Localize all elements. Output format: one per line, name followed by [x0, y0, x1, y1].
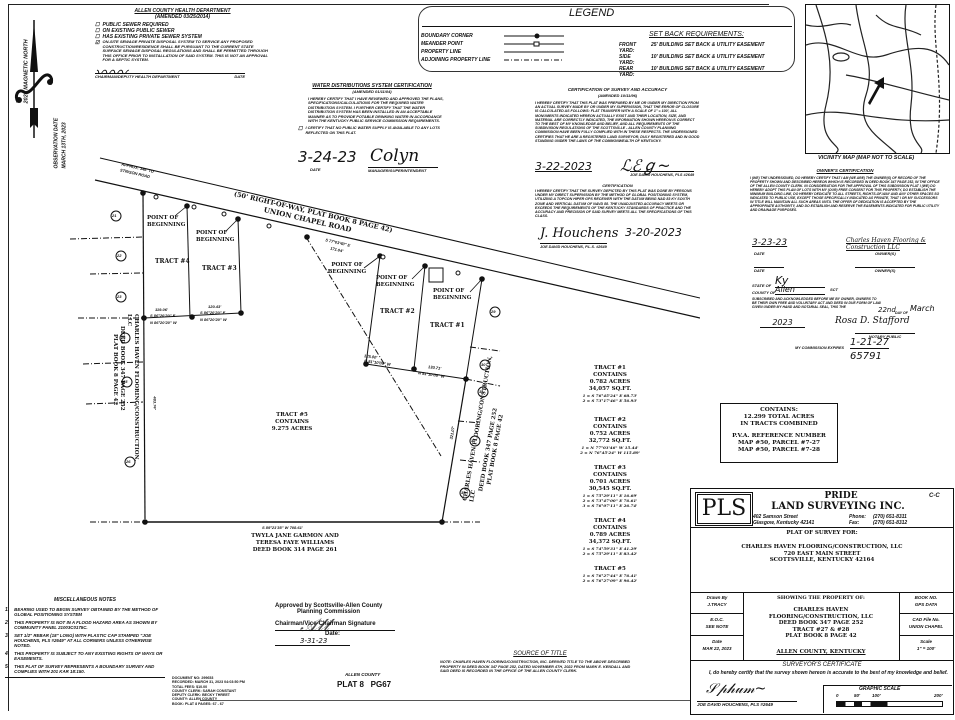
- planning-approval: Approved by Scottsville-Allen County Pla…: [275, 603, 395, 646]
- building-icon: [428, 267, 444, 283]
- notary-year: 2023: [760, 318, 805, 328]
- property-info: CHARLES HAVEN FLOORING/CONSTRUCTION, LLC…: [768, 607, 874, 639]
- health-option[interactable]: ☐HAS EXISTING PRIVATE SEWER SYSTEM: [95, 34, 202, 40]
- checkbox-checked-icon: ☑: [95, 40, 100, 46]
- tract-label: TRACT #1: [430, 322, 465, 329]
- scale-bar: [836, 701, 943, 707]
- vicinity-map: [805, 4, 950, 154]
- pob-label: POINT OF BEGINNING: [433, 288, 472, 301]
- health-option[interactable]: ☐ON EXISTING PUBLIC SEWER: [95, 28, 175, 34]
- lot-number: 25: [123, 379, 128, 384]
- health-department-cert: ALLEN COUNTY HEALTH DEPARTMENT (AMENDED …: [95, 8, 270, 82]
- checkbox-icon: ☐: [95, 22, 100, 28]
- surveyor-signature: 𝒮𝓅𝒽𝓊𝓂~: [706, 681, 767, 697]
- contains-box: CONTAINS: 12.299 TOTAL ACRES IN TRACTS C…: [720, 403, 838, 463]
- tract5-label: TRACT #5 CONTAINS 9.275 ACRES: [271, 412, 313, 432]
- location-arrow-icon: [868, 77, 884, 105]
- water-date: 3-24-23: [298, 148, 357, 166]
- north-arrow: [10, 10, 60, 150]
- tract-label: TRACT #4: [155, 258, 190, 265]
- misc-notes: MISCELLANEOUS NOTES 1.BEARING USED TO BE…: [5, 597, 165, 678]
- lot-number: 26: [126, 459, 131, 464]
- plat-county: ALLEN COUNTY: [345, 672, 381, 677]
- pob-label: POINT OF BEGINNING: [196, 230, 235, 243]
- tract-label: TRACT #3: [202, 265, 237, 272]
- pls-logo: PLS: [695, 492, 753, 526]
- owners-signature: Charles Haven Flooring & Construction LL…: [846, 237, 926, 251]
- legend: LEGEND BOUNDARY CORNER MEANDER POINT PRO…: [418, 6, 795, 78]
- legend-symbols: [504, 33, 564, 61]
- gps-certification: CERTIFICATION I HEREBY CERTIFY THAT THE …: [535, 183, 692, 219]
- survey-cert-signature: ℒℰℊ~: [620, 156, 671, 175]
- survey-cert-date: 3-22-2023: [535, 160, 592, 173]
- south-adjoiner: TWYLA JANE GARMON AND TERESA FAYE WILLIA…: [251, 533, 339, 553]
- plat-ref: PLAT 8 PG67: [337, 680, 392, 689]
- graphic-scale: GRAPHIC SCALE 0 50' 100' 200': [823, 685, 952, 713]
- lot-number: 29: [491, 309, 496, 314]
- health-title: ALLEN COUNTY HEALTH DEPARTMENT: [134, 8, 231, 14]
- meander-point-icon: [533, 41, 540, 47]
- owners-cert: OWNER'S CERTIFICATION I (WE) THE UNDERSI…: [750, 168, 940, 212]
- health-option[interactable]: ☐PUBLIC SEWER REQUIRED: [95, 22, 169, 28]
- lot-number: 22: [117, 253, 122, 258]
- checkbox-icon: ☐: [298, 126, 303, 133]
- gps-cert-signature: J. Houchens: [540, 226, 619, 241]
- source-of-title: SOURCE OF TITLE NOTE: CHARLES HAVEN FLOO…: [440, 651, 631, 673]
- tract-table: TRACT #1 CONTAINS 0.782 ACRES 34,057 SQ.…: [580, 365, 640, 583]
- boundary-corner-icon: [534, 33, 540, 39]
- tract-label: TRACT #2: [380, 308, 415, 315]
- commission-date: 1-21-27: [850, 337, 890, 349]
- health-amended: (AMENDED 03/25/2014): [154, 14, 211, 20]
- survey-accuracy-cert: CERTIFICATION OF SURVEY AND ACCURACY (AM…: [535, 87, 700, 143]
- lot-number: 30: [481, 362, 486, 367]
- lot-number: 23: [117, 294, 122, 299]
- state-value: Ky: [775, 274, 825, 288]
- recording-stamp: DOCUMENT NO: 299653 RECORDED: March 31, …: [172, 676, 245, 706]
- notary-signature: Rosa D. Stafford: [835, 316, 910, 326]
- client-info: CHARLES HAVEN FLOORING/CONSTRUCTION, LLC…: [741, 544, 903, 563]
- sheet-border: [8, 4, 769, 711]
- setback-title: SET BACK REQUIREMENTS:: [649, 31, 744, 38]
- county-value: Allen: [775, 285, 825, 295]
- title-block: PLS PRIDE LAND SURVEYING INC. C-C 402 Sa…: [690, 488, 954, 715]
- vicinity-map-roads: [806, 5, 949, 153]
- pob-label: POINT OF BEGINNING: [147, 215, 186, 228]
- west-adjoiner: CHARLES HAVEN FLOORING/CONSTRUCTION, LLC…: [112, 314, 139, 462]
- lot-number: 31: [479, 389, 484, 394]
- owners-date: 3-23-23: [752, 238, 788, 248]
- notary-id: 65791: [850, 351, 882, 362]
- gps-cert-date: 3-20-2023: [625, 226, 682, 239]
- lot-number: 33: [461, 490, 466, 495]
- pob-label: POINT OF BEGINNING: [376, 275, 415, 288]
- lot-number: 24: [121, 335, 126, 340]
- pob-label: POINT OF BEGINNING: [327, 262, 367, 275]
- legend-title: LEGEND: [569, 7, 615, 19]
- plat-drawing: [69, 157, 700, 525]
- vicinity-caption: VICINITY MAP (MAP NOT TO SCALE): [818, 155, 915, 161]
- planning-signature: 𝒜𝓁𝓁: [300, 615, 329, 636]
- health-option[interactable]: ☑ON-SITE SEWAGE PRIVATE DISPOSAL SYSTEM …: [95, 39, 268, 62]
- lot-number: 32: [471, 438, 476, 443]
- north-arrow-icon: [14, 20, 54, 138]
- water-cert: WATER DISTRIBUTIONS SYSTEM CERTIFICATION…: [298, 83, 446, 135]
- checkbox-icon: ☐: [95, 34, 100, 40]
- water-option[interactable]: ☐I CERTIFY THAT NO PUBLIC WATER SUPPLY I…: [298, 126, 440, 135]
- water-signature: Colyn: [370, 146, 420, 166]
- checkbox-icon: ☐: [95, 28, 100, 34]
- lot-number: 21: [112, 213, 117, 218]
